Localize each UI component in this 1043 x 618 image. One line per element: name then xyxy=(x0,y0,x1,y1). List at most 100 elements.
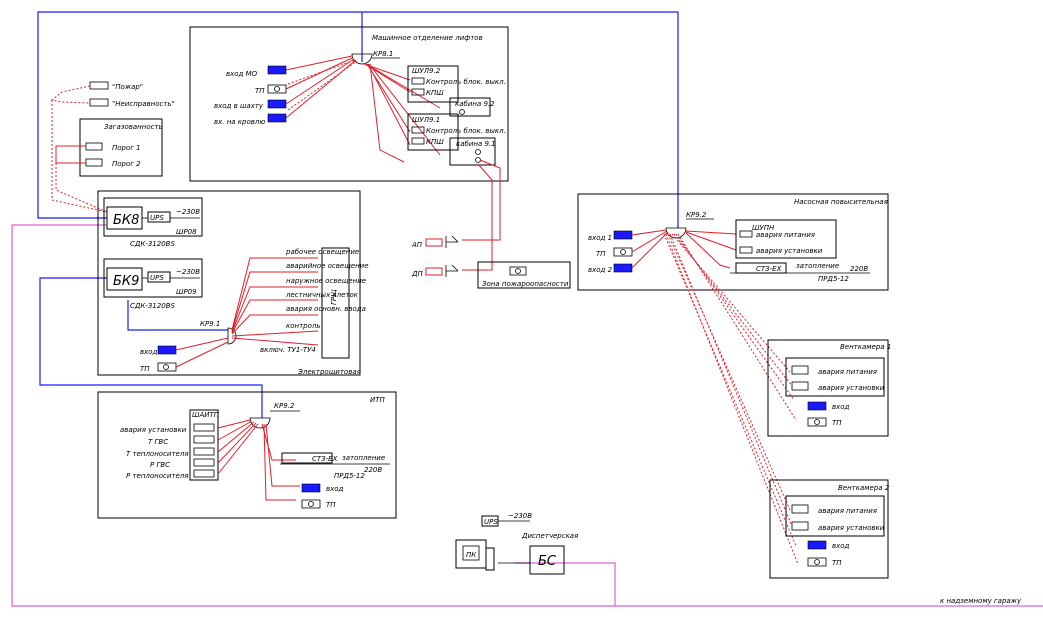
grsh-label-1: аварийное освещение xyxy=(286,262,369,270)
bs-box xyxy=(529,545,565,575)
itp-box xyxy=(97,391,397,519)
kpsh-b-label: КПШ xyxy=(426,138,444,146)
grsh-label: ГРЩ xyxy=(330,289,338,305)
grsh-label-4: авария основн. ввода xyxy=(286,305,366,313)
electro-room-box xyxy=(97,190,361,376)
gas-th2: Порог 2 xyxy=(112,160,141,168)
itp-label-0: авария установки xyxy=(120,426,187,434)
vent1-tp: ТП xyxy=(832,419,842,427)
itp-cab: ПРД5-12 xyxy=(334,472,365,480)
pump-fail-unit: авария установки xyxy=(756,247,823,255)
shaitp-label: ШАИТП xyxy=(192,411,220,419)
grsh-panel xyxy=(321,247,350,359)
bk9-label: БК9 xyxy=(113,274,139,289)
fire-relay xyxy=(89,81,109,90)
pump-title: Насосная повысительная xyxy=(794,198,888,206)
bk8-label: БК8 xyxy=(113,213,139,228)
dp-label: ДП xyxy=(411,270,423,278)
bs-label: БС xyxy=(538,554,557,569)
gas-box xyxy=(79,118,163,177)
itp-label-4: Р теплоносителя xyxy=(126,472,189,480)
pump-flood: затопление xyxy=(796,262,839,270)
network-line xyxy=(11,224,1043,607)
grsh-label-6: включ. ТУ1-ТУ4 xyxy=(260,346,316,354)
shr8-label: ШР08 xyxy=(176,228,197,236)
itp-in: вход xyxy=(326,485,344,493)
pump-room-box xyxy=(577,193,889,291)
vent2-fail-unit: авария установки xyxy=(818,524,885,532)
vent1-fail-pow: авария питания xyxy=(818,368,877,376)
footer-label: к надземному гаражу xyxy=(940,597,1022,605)
fire-zone-label: Зона пожароопасности xyxy=(482,280,569,288)
disp-title: Диспетчерская xyxy=(521,532,578,540)
vent2-box xyxy=(769,479,889,579)
cab91-label: кабина 9.1 xyxy=(456,140,496,148)
sdk8-label: СДК-3120ВS xyxy=(130,240,175,248)
grsh-label-5: контроль xyxy=(286,322,321,330)
shr9-label: ШР09 xyxy=(176,288,197,296)
in-mo-sensor xyxy=(267,65,287,75)
kpsh-a-label: КПШ xyxy=(426,89,444,97)
itp-sts: СТЗ-ЕХ xyxy=(312,455,338,463)
itp-label-1: Т ГВС xyxy=(148,438,168,446)
grsh-label-0: рабочее освещение xyxy=(285,248,359,256)
trunk-bus xyxy=(37,11,679,228)
shu91-label: ШУЛ9.1 xyxy=(412,116,440,124)
pump-tp-label: ТП xyxy=(596,250,606,258)
ctrl-a-label: Контроль блок. выкл. xyxy=(426,78,506,86)
itp-kr-label: КР9.2 xyxy=(274,402,295,410)
vent1-in: вход xyxy=(832,403,850,411)
ctrl-b-label: Контроль блок. выкл. xyxy=(426,127,506,135)
ap-label: АП xyxy=(411,241,423,249)
in-shaft-label: вход в шахту xyxy=(214,102,264,110)
fire-zone-box xyxy=(477,261,571,289)
disp-v: ~230В xyxy=(508,512,532,520)
shaft-sensor xyxy=(267,99,287,109)
shupn-label: ШУПН xyxy=(752,224,775,232)
electro-title: Электрощитовая xyxy=(297,368,361,376)
grsh-labels: рабочее освещение аварийное освещение на… xyxy=(260,248,369,354)
vent2-tp: ТП xyxy=(832,559,842,567)
pump-in2-label: вход 2 xyxy=(588,266,613,274)
shu92-label: ШУЛ9.2 xyxy=(412,67,441,75)
itp-title: ИТП xyxy=(370,396,386,404)
fire-label: "Пожар" xyxy=(112,83,143,91)
machine-room-box xyxy=(189,26,509,182)
in-mo-label: вход МО xyxy=(226,70,258,78)
disp-ups-label: UPS xyxy=(484,518,498,526)
vent1-fail-unit: авария установки xyxy=(818,384,885,392)
ups9-label: UPS xyxy=(150,274,164,282)
itp-label-3: Р ГВС xyxy=(150,461,170,469)
vent1-box xyxy=(767,339,889,437)
fault-relay xyxy=(89,98,109,107)
itp-tp: ТП xyxy=(326,501,336,509)
itp-labels: авария установки Т ГВС Т теплоносителя Р… xyxy=(120,426,189,480)
itp-label-2: Т теплоносителя xyxy=(126,450,189,458)
vent2-fail-pow: авария питания xyxy=(818,507,877,515)
roof-sensor xyxy=(267,113,287,123)
pump-fail-pow: авария питания xyxy=(756,231,815,239)
in-roof-label: вх. на кровлю xyxy=(214,118,265,126)
itp-v: 220В xyxy=(364,466,382,474)
kr91-label: КР9.1 xyxy=(200,320,220,328)
gas-th1: Порог 1 xyxy=(112,144,141,152)
trunk-bus-2 xyxy=(39,277,263,418)
cab92-label: кабина 9.2 xyxy=(455,100,495,108)
kr81-label: КР8.1 xyxy=(373,50,393,58)
pump-cab: ПРД5-12 xyxy=(818,275,849,283)
el-in-label: вход xyxy=(140,348,158,356)
grsh-label-3: лестничных клеток xyxy=(285,291,359,299)
gas-title: Загазованность xyxy=(104,123,163,131)
machine-room-title: Машинное отделение лифтов xyxy=(372,34,483,42)
grsh-label-2: наружное освещение xyxy=(286,277,366,285)
vent2-title: Венткамера 2 xyxy=(838,484,890,492)
sdk9-label: СДК-3120ВS xyxy=(130,302,175,310)
v8-label: ~230В xyxy=(176,208,200,216)
fault-label: "Неисправность" xyxy=(112,100,175,108)
pump-sts: СТЗ-ЕХ xyxy=(756,265,782,273)
pump-in1-label: вход 1 xyxy=(588,234,612,242)
ups8-label: UPS xyxy=(150,214,164,222)
pc-label: ПК xyxy=(466,551,477,559)
vent2-in: вход xyxy=(832,542,850,550)
itp-flood: затопление xyxy=(342,454,385,462)
